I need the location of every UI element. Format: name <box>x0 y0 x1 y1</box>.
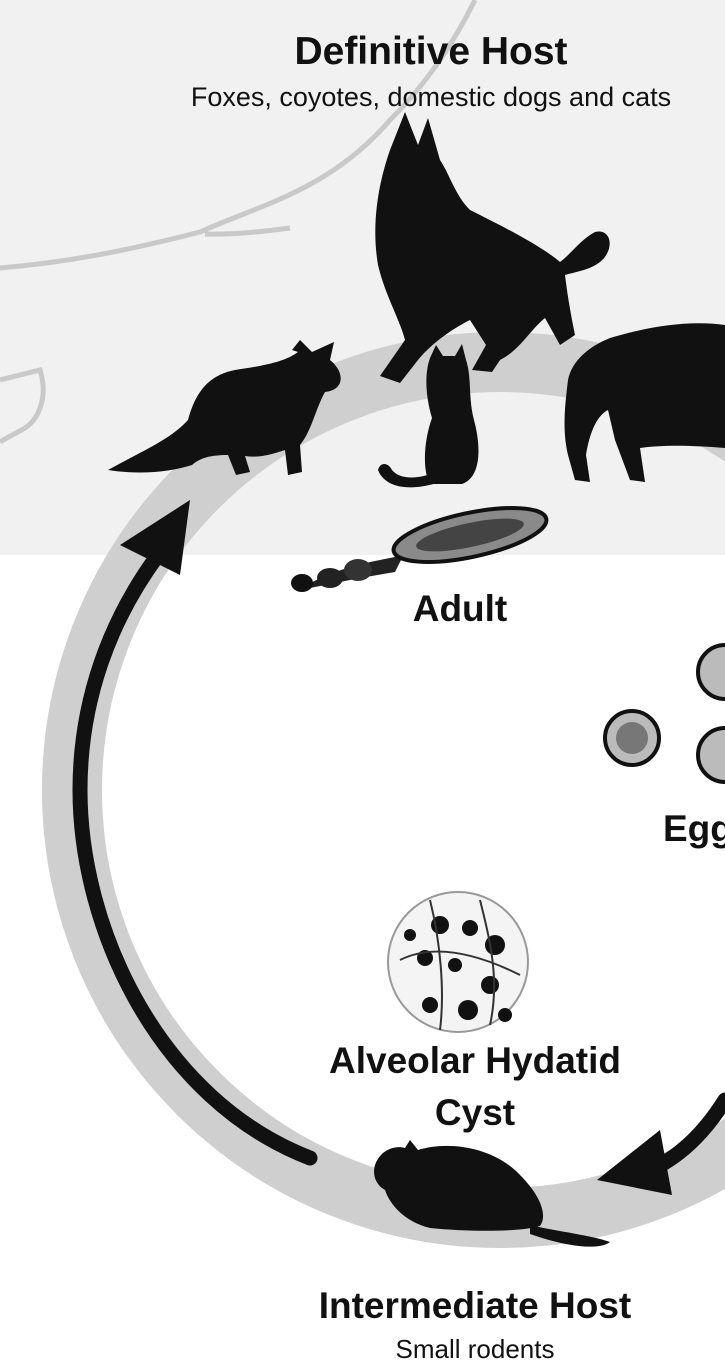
intermediate-host-subtitle: Small rodents <box>240 1334 710 1365</box>
intermediate-host-title: Intermediate Host <box>240 1285 710 1327</box>
definitive-host-title: Definitive Host <box>0 30 725 74</box>
cyst-micrograph-image <box>388 892 528 1032</box>
cyst-label-line1: Alveolar Hydatid <box>260 1040 690 1082</box>
eggs-image <box>605 645 725 782</box>
eggs-label: Egg <box>663 808 725 850</box>
definitive-host-subtitle: Foxes, coyotes, domestic dogs and cats <box>0 82 725 113</box>
adult-label: Adult <box>370 588 550 630</box>
cyst-label-line2: Cyst <box>260 1092 690 1134</box>
